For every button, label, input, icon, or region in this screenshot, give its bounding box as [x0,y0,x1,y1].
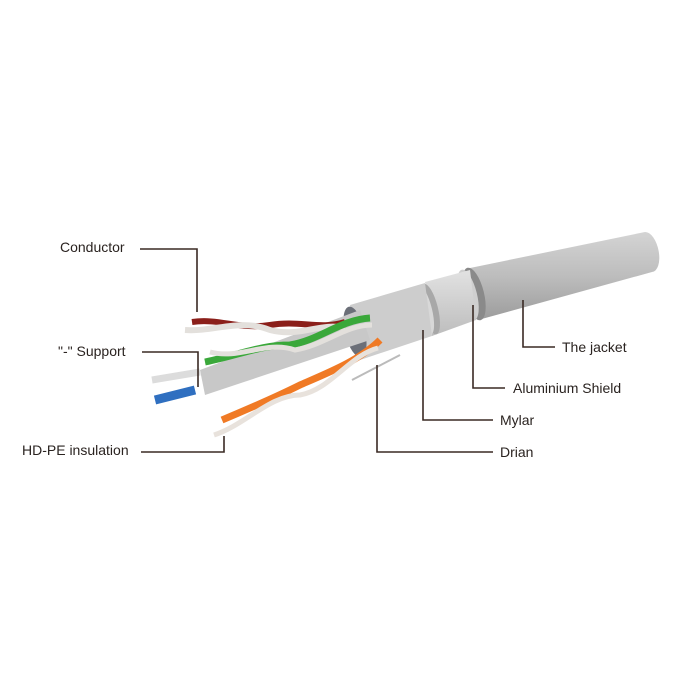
label-shield: Aluminium Shield [513,380,621,396]
leader-support [142,351,199,387]
jacket [457,231,660,321]
drain-wire [351,354,401,381]
label-conductor: Conductor [60,239,125,255]
leader-lines [140,248,555,453]
leader-conductor [140,248,198,312]
label-insulation: HD-PE insulation [22,442,129,458]
leader-drain [376,365,493,453]
twisted-pairs [151,314,383,438]
blue-pair [153,385,197,405]
leader-jacket [522,300,555,348]
leader-insulation [141,436,225,453]
label-mylar: Mylar [500,412,535,428]
label-support: "-" Support [58,343,126,359]
label-drain: Drian [500,444,533,460]
label-jacket: The jacket [562,339,627,355]
leader-shield [472,305,505,389]
leader-mylar [422,330,493,421]
